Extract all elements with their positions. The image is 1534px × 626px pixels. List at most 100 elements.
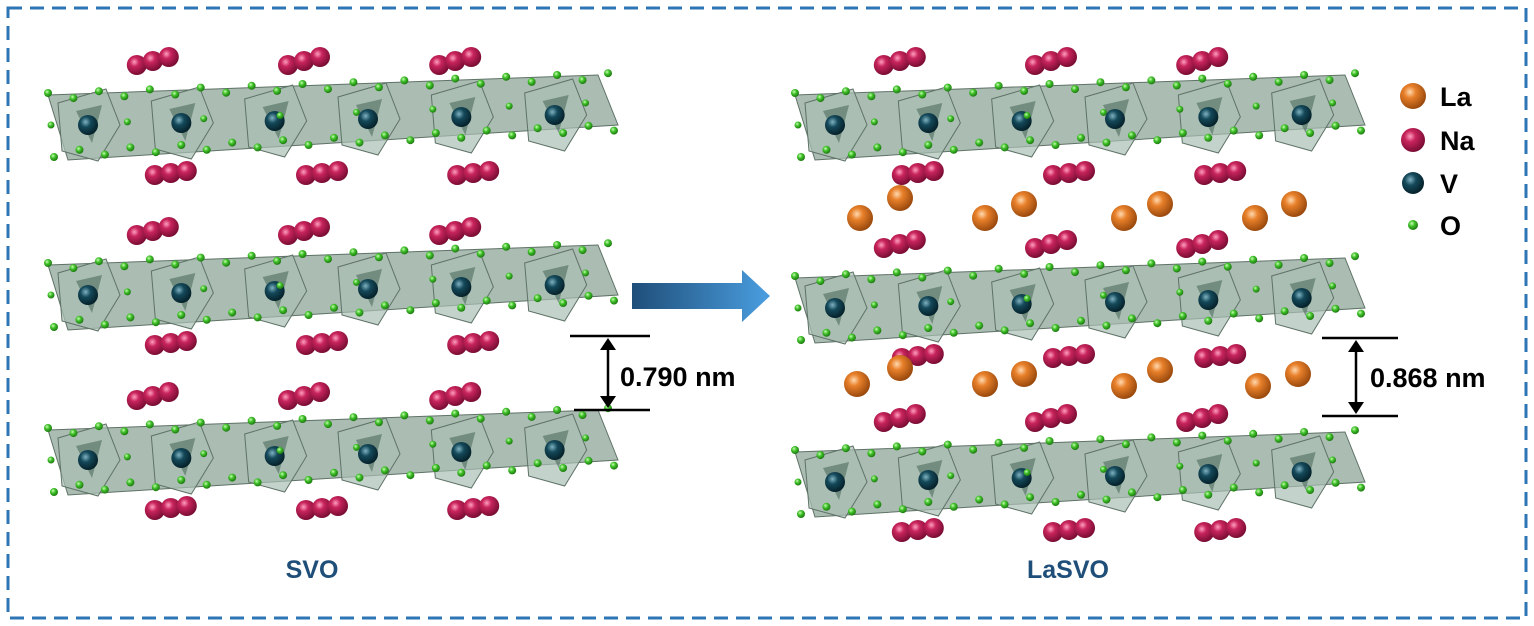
sodium-atom — [905, 404, 926, 424]
lanthanum-atom — [1111, 373, 1137, 399]
vanadium-atom — [358, 109, 378, 129]
vanadium-atom — [1198, 107, 1219, 127]
sodium-atom — [479, 161, 500, 181]
oxygen-atom — [276, 282, 284, 290]
sodium-atom — [907, 346, 928, 366]
oxygen-atom — [94, 257, 103, 266]
lanthanum-atom — [1011, 361, 1037, 387]
oxygen-atom — [431, 464, 440, 472]
oxygen-atom — [425, 416, 434, 425]
sodium-atom — [142, 51, 163, 71]
oxygen-atom — [151, 148, 160, 157]
oxygen-atom — [482, 296, 491, 305]
oxygen-atom — [330, 133, 338, 142]
oxygen-atom — [924, 141, 933, 149]
oxygen-atom — [1102, 138, 1111, 147]
oxygen-atom — [816, 451, 825, 460]
oxygen-atom — [1026, 493, 1035, 502]
oxygen-atom — [123, 288, 131, 296]
oxygen-atom — [1274, 260, 1283, 269]
oxygen-atom — [943, 440, 952, 449]
oxygen-atom — [1223, 79, 1232, 88]
oxygen-atom — [918, 447, 927, 456]
lasvo-structure — [791, 47, 1366, 542]
oxygen-atom — [502, 407, 511, 416]
oxygen-atom — [797, 336, 805, 344]
oxygen-atom — [400, 411, 409, 420]
oxygen-atom — [582, 434, 590, 442]
oxygen-atom — [870, 301, 878, 309]
legend-o-swatch — [1408, 220, 1418, 230]
sodium-atom — [891, 522, 912, 542]
oxygen-atom — [126, 143, 135, 152]
lanthanum-atom — [1245, 373, 1271, 399]
sodium-atom — [1043, 165, 1063, 185]
oxygen-atom — [1325, 433, 1334, 442]
oxygen-atom — [1099, 465, 1107, 473]
sodium-atom — [905, 230, 926, 250]
lanthanum-atom — [1147, 357, 1173, 383]
legend-v-swatch — [1402, 172, 1424, 194]
oxygen-atom — [202, 315, 211, 324]
oxygen-atom — [1051, 141, 1060, 149]
oxygen-atom — [578, 76, 587, 85]
oxygen-atom — [898, 148, 907, 157]
oxygen-atom — [791, 272, 799, 280]
sodium-atom — [296, 335, 316, 355]
oxygen-atom — [273, 86, 282, 95]
sodium-atom — [429, 390, 450, 410]
oxygen-atom — [1325, 259, 1334, 268]
oxygen-atom — [508, 466, 517, 475]
oxygen-atom — [1127, 131, 1136, 140]
oxygen-atom — [120, 92, 129, 101]
sodium-atom — [1194, 348, 1215, 368]
oxygen-atom — [1000, 143, 1009, 152]
oxygen-atom — [451, 244, 460, 253]
oxygen-atom — [304, 141, 313, 149]
sodium-atom — [445, 51, 466, 71]
sodium-atom — [445, 221, 466, 241]
oxygen-atom — [1147, 76, 1156, 85]
oxygen-atom — [1051, 498, 1060, 506]
oxygen-atom — [1045, 263, 1054, 271]
oxygen-atom — [253, 143, 262, 152]
oxygen-atom — [349, 78, 358, 87]
oxygen-atom — [324, 255, 332, 264]
oxygen-atom — [482, 461, 491, 470]
oxygen-atom — [1357, 126, 1365, 135]
oxygen-atom — [1178, 312, 1187, 320]
oxygen-atom — [1026, 319, 1035, 328]
oxygen-atom — [791, 89, 799, 97]
vanadium-atom — [358, 279, 378, 299]
sodium-atom — [463, 333, 484, 353]
oxygen-atom — [502, 72, 511, 81]
oxygen-atom — [196, 83, 205, 92]
vanadium-atom — [451, 277, 472, 297]
oxygen-atom — [949, 145, 958, 154]
oxygen-atom — [584, 291, 593, 300]
lanthanum-atom — [1011, 191, 1037, 217]
vanadium-atom — [1198, 464, 1219, 484]
oxygen-atom — [1102, 495, 1111, 504]
oxygen-atom — [406, 136, 415, 145]
oxygen-atom — [228, 473, 237, 482]
sodium-atom — [160, 333, 181, 353]
oxygen-atom — [429, 105, 437, 113]
oxygen-atom — [822, 145, 831, 154]
oxygen-atom — [330, 468, 338, 477]
oxygen-atom — [151, 483, 160, 492]
oxygen-atom — [578, 411, 587, 420]
oxygen-atom — [1077, 133, 1085, 142]
oxygen-atom — [355, 308, 364, 317]
oxygen-atom — [867, 275, 876, 284]
vanadium-oxide-layer — [44, 217, 619, 355]
sodium-atom — [158, 382, 179, 402]
oxygen-atom — [324, 420, 332, 429]
oxygen-atom — [1102, 321, 1111, 330]
oxygen-atom — [145, 420, 154, 429]
vanadium-atom — [358, 444, 378, 464]
sodium-atom — [1057, 404, 1077, 424]
oxygen-atom — [1099, 291, 1107, 299]
sodium-atom — [907, 520, 928, 540]
sodium-atom — [328, 161, 348, 181]
